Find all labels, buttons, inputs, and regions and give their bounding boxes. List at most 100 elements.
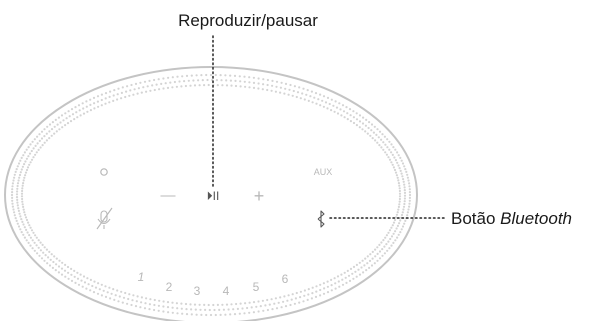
- grille-dot: [201, 79, 204, 82]
- grille-dot: [91, 284, 94, 288]
- grille-dot: [22, 208, 25, 211]
- grille-dot: [358, 120, 362, 123]
- grille-dot: [396, 224, 399, 227]
- grille-dot: [341, 104, 345, 107]
- grille-dot: [96, 95, 100, 98]
- grille-dot: [326, 280, 329, 283]
- grille-dot: [120, 91, 123, 94]
- grille-dot: [335, 106, 339, 109]
- grille-dot: [399, 169, 402, 172]
- grille-dot: [252, 86, 256, 89]
- grille-dot: [340, 114, 343, 117]
- aux-button[interactable]: AUX: [314, 167, 333, 177]
- grille-dot: [213, 308, 216, 312]
- grille-dot: [386, 249, 389, 252]
- grille-dot: [18, 173, 22, 177]
- grille-dot: [266, 78, 269, 82]
- grille-dot: [395, 227, 398, 230]
- grille-dot: [27, 241, 30, 244]
- grille-dot: [60, 273, 64, 276]
- grille-dot: [252, 301, 256, 304]
- grille-dot: [25, 228, 28, 231]
- grille-dot: [175, 302, 178, 305]
- grille-dot: [392, 166, 395, 169]
- grille-dot: [108, 286, 111, 289]
- grille-dot: [406, 173, 409, 176]
- grille-dot: [40, 130, 44, 133]
- grille-dot: [271, 79, 274, 82]
- grille-dot: [218, 308, 221, 311]
- mic-off-icon[interactable]: [96, 207, 113, 230]
- grille-dot: [257, 300, 260, 303]
- grille-dot: [64, 275, 67, 278]
- grille-dot: [407, 179, 410, 182]
- grille-dot: [261, 299, 264, 302]
- preset-3-button[interactable]: 3: [194, 284, 201, 298]
- grille-dot: [373, 125, 376, 128]
- grille-dot: [238, 312, 241, 315]
- grille-dot: [157, 78, 160, 81]
- grille-dot: [291, 293, 294, 296]
- grille-dot: [15, 219, 18, 222]
- grille-dot: [293, 85, 296, 88]
- grille-dot: [14, 217, 17, 220]
- grille-dot: [214, 313, 217, 317]
- grille-dot: [390, 151, 393, 154]
- grille-dot: [78, 109, 81, 112]
- grille-dot: [120, 290, 123, 293]
- grille-dot: [372, 131, 375, 134]
- grille-dot: [46, 262, 49, 265]
- preset-1-button[interactable]: 1: [138, 270, 145, 284]
- grille-dot: [229, 313, 232, 316]
- preset-5-button[interactable]: 5: [253, 280, 260, 294]
- preset-4-button[interactable]: 4: [223, 284, 230, 298]
- grille-dot: [15, 193, 19, 196]
- action-circle-icon[interactable]: [100, 168, 108, 176]
- volume-down-button[interactable]: —: [161, 187, 176, 204]
- grille-dot: [257, 82, 260, 85]
- grille-dot: [406, 211, 409, 214]
- grille-dot: [394, 171, 398, 174]
- grille-dot: [404, 168, 407, 171]
- grille-dot: [214, 73, 217, 77]
- grille-dot: [225, 79, 228, 82]
- grille-dot: [153, 303, 156, 307]
- grille-dot: [326, 285, 329, 288]
- grille-dot: [398, 184, 401, 187]
- grille-dot: [299, 296, 302, 299]
- grille-dot: [390, 226, 393, 229]
- volume-up-button[interactable]: +: [254, 186, 265, 206]
- grille-dot: [130, 83, 133, 87]
- preset-6-button[interactable]: 6: [282, 272, 289, 286]
- bluetooth-icon[interactable]: [317, 210, 325, 228]
- grille-dot: [21, 220, 24, 223]
- grille-dot: [343, 116, 346, 119]
- grille-dot: [13, 173, 16, 176]
- grille-dot: [45, 132, 48, 135]
- grille-dot: [230, 303, 233, 306]
- grille-dot: [227, 308, 230, 311]
- grille-dot: [394, 148, 397, 151]
- play-pause-button[interactable]: ⏵II: [207, 189, 220, 203]
- grille-dot: [189, 84, 192, 87]
- grille-dot: [248, 76, 251, 79]
- grille-dot: [17, 207, 20, 210]
- grille-dot: [48, 264, 52, 267]
- grille-dot: [221, 303, 224, 306]
- grille-dot: [11, 185, 14, 188]
- grille-dot: [33, 249, 36, 252]
- preset-2-button[interactable]: 2: [166, 280, 173, 294]
- grille-dot: [17, 162, 21, 165]
- grille-dot: [153, 308, 156, 312]
- grille-dot: [16, 201, 19, 204]
- grille-dot: [248, 311, 251, 314]
- grille-dot: [288, 88, 291, 91]
- grille-dot: [365, 269, 368, 272]
- grille-dot: [215, 79, 218, 82]
- grille-dot: [268, 303, 271, 306]
- grille-dot: [381, 133, 384, 136]
- grille-dot: [64, 124, 67, 127]
- grille-dot: [11, 199, 14, 202]
- grille-dot: [328, 102, 331, 106]
- grille-dot: [197, 79, 200, 82]
